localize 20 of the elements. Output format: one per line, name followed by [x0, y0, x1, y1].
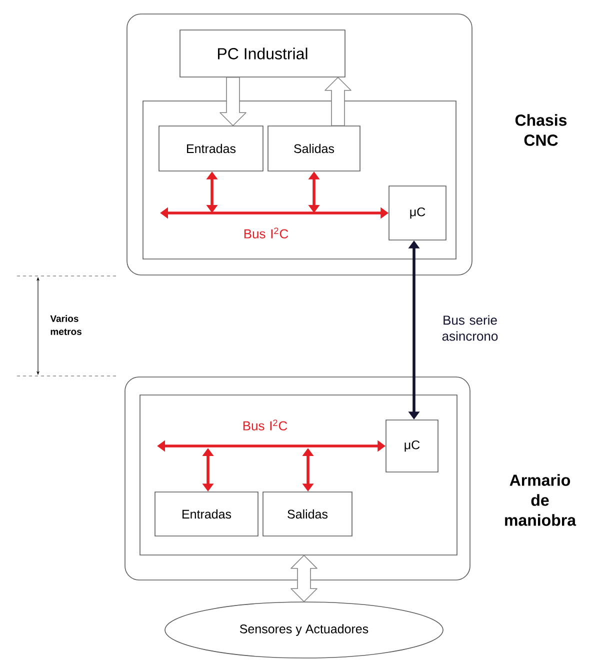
module-box: PC Industrial [180, 30, 346, 78]
dimension-label: Varios metros [50, 315, 82, 335]
circuit-board-box [140, 394, 458, 556]
block-arrow [290, 555, 318, 602]
microcontroller-box: μC [386, 420, 438, 472]
circuit-board-box [142, 100, 456, 260]
edge-label: Bus I$^{2}$C [244, 228, 288, 238]
section-label: Armario de maniobra [505, 474, 576, 526]
edge-label: Bus serie asincrono [442, 315, 498, 341]
block-arrow [324, 77, 352, 126]
enclosure-box [126, 14, 472, 276]
enclosure-box [124, 376, 470, 580]
edge-label: Bus I$^{2}$C [243, 420, 288, 430]
section-label: Chasis CNC [515, 114, 567, 146]
microcontroller-box: μC [388, 186, 446, 240]
block-arrow [220, 77, 246, 126]
module-box: Salidas [262, 492, 352, 536]
module-box: Salidas [268, 126, 360, 172]
module-box: Entradas [154, 492, 258, 536]
module-box: Entradas [158, 126, 264, 172]
